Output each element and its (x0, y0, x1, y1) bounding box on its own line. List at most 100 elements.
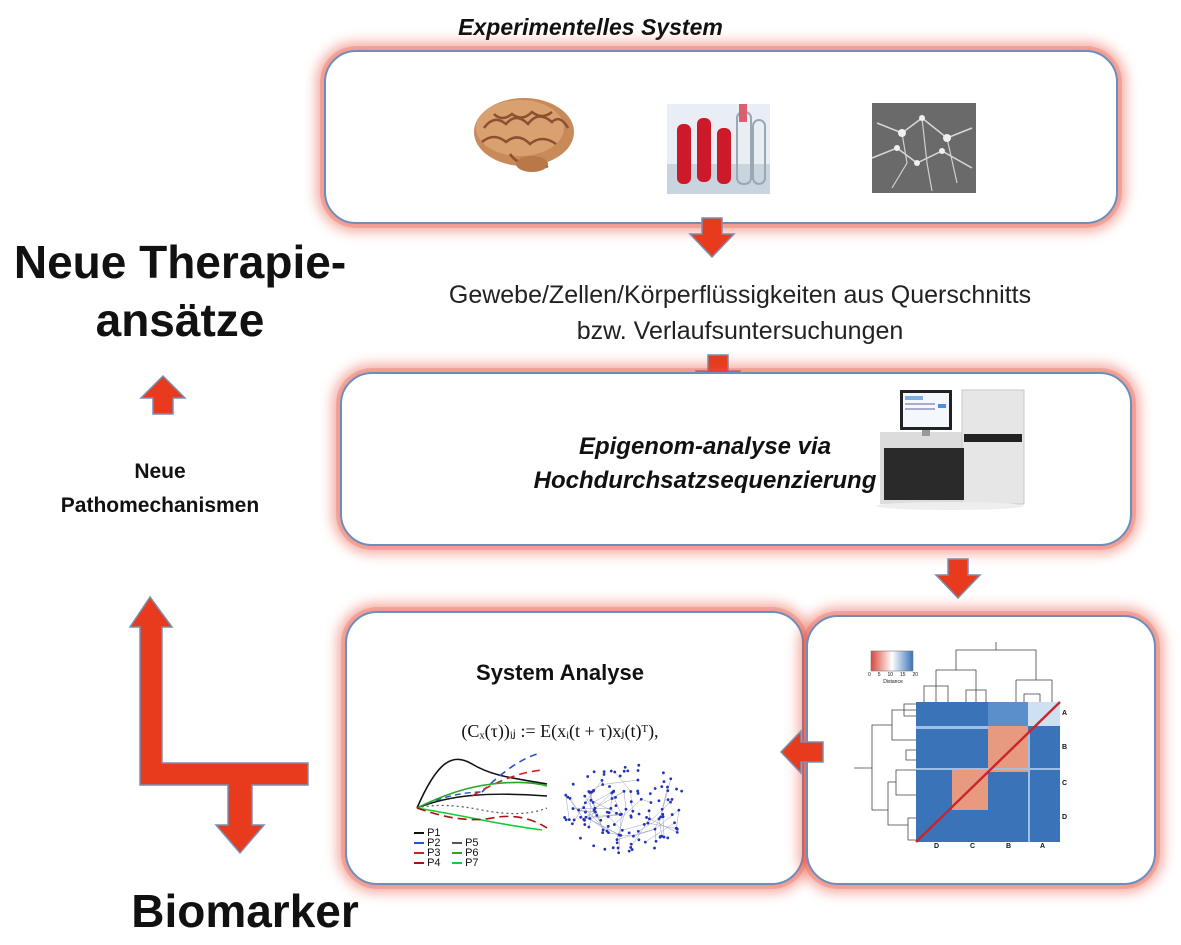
network-node (669, 800, 672, 804)
network-node (636, 829, 640, 833)
network-node (602, 770, 606, 774)
heatmap-top-dendrogram (923, 642, 1053, 702)
network-node (611, 846, 615, 850)
network-node (577, 808, 581, 812)
network-node (646, 821, 650, 825)
sequencing-line-2: Hochdurchsatzsequenzierung (533, 467, 877, 494)
network-edge (588, 810, 595, 828)
new-pathomechanisms-label: Neue Pathomechanismen (0, 455, 320, 523)
network-node (615, 841, 619, 845)
network-node (572, 818, 576, 822)
sequencing-label: Epigenom-analyse via Hochdurchsatzsequen… (480, 430, 930, 498)
network-node (587, 790, 591, 793)
test-tubes-image (667, 104, 770, 194)
network-node (605, 829, 609, 833)
network-node (636, 791, 640, 795)
heatmap-color-scale (870, 650, 914, 672)
heatmap-row-label: B (1062, 744, 1068, 751)
network-node (657, 799, 661, 803)
network-node (624, 807, 628, 811)
network-edge (565, 795, 570, 820)
network-node (586, 775, 590, 778)
network-node (653, 827, 657, 831)
network-node (645, 816, 648, 819)
network-node (637, 812, 641, 816)
heatmap-stripe (916, 726, 988, 729)
network-node (627, 849, 631, 853)
heatmap-row-labels: A B C D (1062, 700, 1074, 840)
network-node (629, 842, 633, 846)
network-node (647, 809, 651, 813)
network-edge (654, 809, 679, 830)
network-edge (646, 817, 678, 833)
network-node (613, 770, 617, 774)
arrow-up-icon (139, 374, 187, 415)
network-node (570, 822, 574, 826)
network-node (618, 813, 622, 817)
network-node (609, 769, 613, 773)
network-node (584, 815, 588, 819)
legend-item: P4 (414, 858, 452, 869)
network-node (601, 831, 605, 835)
heatmap-row-label: D (1062, 814, 1068, 821)
network-edge (631, 801, 634, 812)
legend-item: P7 (452, 858, 490, 869)
network-edge (590, 800, 621, 815)
legend-item: P3 (414, 848, 452, 859)
network-node (653, 787, 657, 790)
correlation-formula: (Cₓ(τ))ᵢⱼ := E(xᵢ(t + τ)xⱼ(t)ᵀ), (461, 721, 659, 741)
new-therapy-approaches-title: Neue Therapie- ansätze (0, 233, 360, 349)
network-edge (585, 817, 620, 836)
network-edge (676, 810, 680, 829)
network-node (592, 808, 596, 812)
network-node (620, 828, 624, 832)
network-node (622, 789, 626, 793)
network-edge (583, 807, 609, 833)
network-node (603, 847, 607, 851)
network-node (648, 792, 652, 796)
heatmap-row-label: A (1062, 710, 1068, 717)
network-node (608, 785, 611, 788)
network-node (592, 844, 596, 848)
network-node (637, 838, 641, 842)
network-node (566, 795, 570, 799)
network-node (675, 830, 679, 834)
network-edge (593, 790, 614, 803)
network-edge (660, 786, 668, 817)
legend-item: P5 (452, 838, 490, 849)
network-node (630, 848, 634, 851)
network-node (563, 816, 567, 819)
network-node (660, 807, 664, 811)
network-edge (608, 816, 623, 831)
network-node (673, 821, 676, 825)
legend-item: P6 (452, 848, 490, 859)
network-node (612, 823, 616, 826)
network-node (636, 769, 640, 772)
scale-tick: 0 (868, 672, 871, 678)
network-node (626, 769, 630, 773)
network-node (659, 815, 663, 819)
heatmap-col-label: C (970, 843, 976, 850)
network-node (582, 806, 586, 809)
network-node (584, 810, 587, 814)
network-node (571, 807, 575, 810)
network-node (587, 825, 591, 829)
network-node (629, 845, 633, 849)
network-node (666, 836, 670, 840)
network-edge (618, 814, 622, 853)
network-node (609, 806, 613, 810)
network-node (632, 834, 635, 838)
network-edge (588, 784, 603, 792)
network-node (680, 789, 684, 793)
heatmap-diagonal (915, 701, 1061, 843)
network-node (591, 801, 595, 804)
network-node (602, 773, 606, 776)
heatmap-stripe (916, 768, 1060, 770)
legend-item: P2 (414, 838, 452, 849)
network-edge (602, 779, 638, 785)
scale-tick: 15 (899, 672, 906, 678)
network-edge (589, 792, 604, 830)
heatmap-stripe (1028, 732, 1030, 842)
brain-image (474, 98, 574, 172)
network-node (662, 780, 666, 784)
